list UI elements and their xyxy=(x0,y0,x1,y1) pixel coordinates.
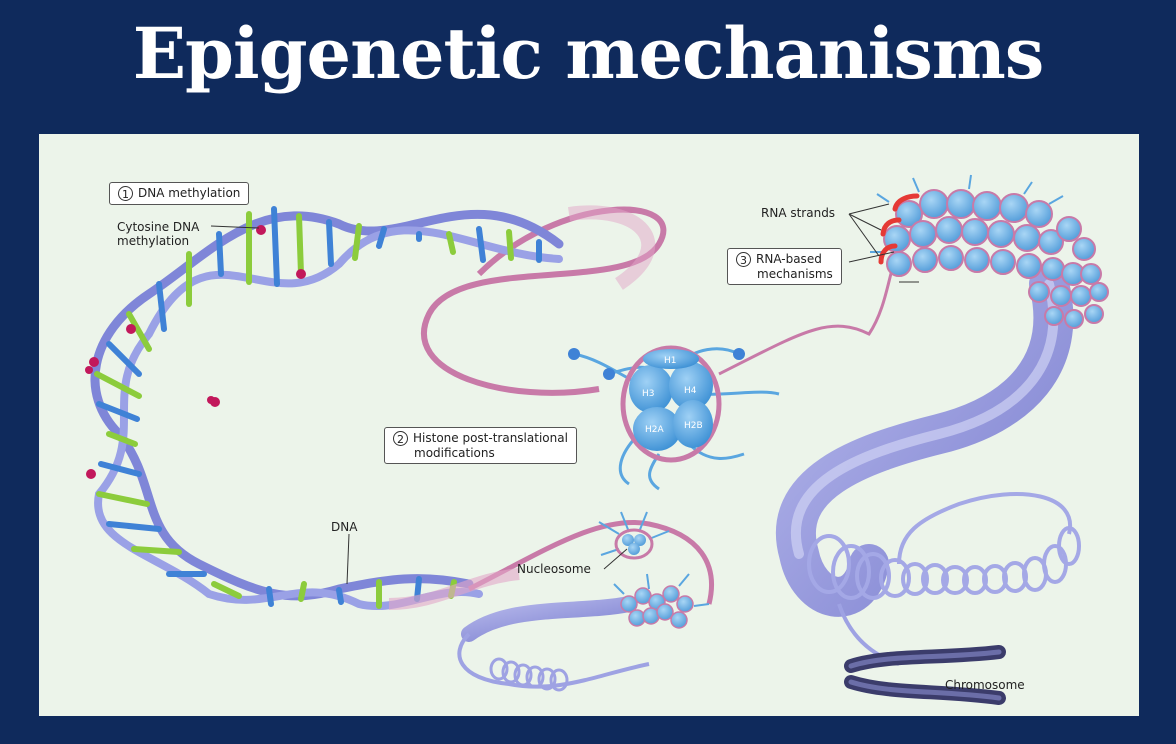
callout-histone-line2: modifications xyxy=(414,446,495,460)
cytosine-label: Cytosine DNA methylation xyxy=(117,220,199,248)
rna-strands xyxy=(878,193,920,265)
callout-dna-methylation-label: DNA methylation xyxy=(138,186,241,200)
histone-h1-label: H1 xyxy=(664,356,677,366)
cytosine-label-line1: Cytosine DNA xyxy=(117,220,200,234)
histone-h2b-label: H2B xyxy=(684,421,703,431)
callout-rna: 3 RNA-based mechanisms xyxy=(727,248,842,285)
central-nucleosome: H1 H3 H4 H2A H2B xyxy=(568,345,780,491)
leader-lines xyxy=(210,203,919,585)
callout-number-1: 1 xyxy=(118,186,133,201)
nucleosome-cluster xyxy=(870,174,1109,329)
methyl-groups xyxy=(85,225,306,479)
callout-dna-methylation: 1 DNA methylation xyxy=(109,182,250,205)
condensed-chromatin-fiber xyxy=(776,264,1081,666)
callout-histone: 2 Histone post-translational modification… xyxy=(384,427,577,464)
page-title: Epigenetic mechanisms xyxy=(132,12,1045,95)
diagram-panel: H1 H3 H4 H2A H2B xyxy=(39,134,1139,716)
chromosome xyxy=(844,645,1006,705)
chromosome-label: Chromosome xyxy=(945,678,1025,692)
callout-rna-line1: RNA-based xyxy=(756,252,822,266)
callout-number-2: 2 xyxy=(393,431,408,446)
histone-h4-label: H4 xyxy=(684,386,697,396)
rna-strands-label: RNA strands xyxy=(761,206,836,220)
callout-number-3: 3 xyxy=(736,252,751,267)
callout-rna-line2: mechanisms xyxy=(757,267,833,281)
lower-chromatin-fiber xyxy=(457,573,710,692)
dna-label: DNA xyxy=(331,520,358,534)
callout-histone-line1: Histone post-translational xyxy=(413,431,568,445)
histone-h3-label: H3 xyxy=(642,389,655,399)
nucleosome-label: Nucleosome xyxy=(517,562,591,576)
epigenetics-illustration: H1 H3 H4 H2A H2B xyxy=(85,174,1109,705)
cytosine-label-line2: methylation xyxy=(117,234,190,248)
histone-h2a-label: H2A xyxy=(645,425,664,435)
small-nucleosome xyxy=(598,511,670,560)
dna-double-helix xyxy=(85,206,564,611)
